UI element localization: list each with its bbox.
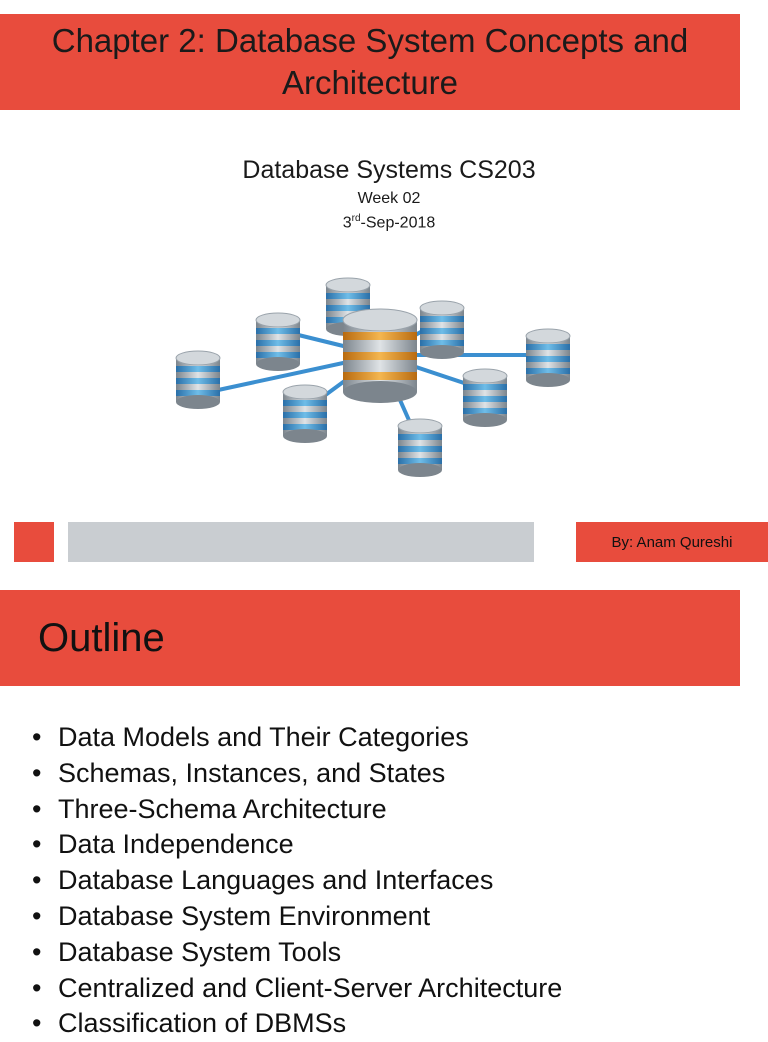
bullet-icon: •	[32, 722, 42, 752]
course-name: Database Systems CS203	[242, 156, 536, 184]
list-item: •Centralized and Client-Server Architect…	[32, 971, 562, 1007]
outline-list: •Data Models and Their Categories •Schem…	[32, 720, 562, 1042]
author-label: By: Anam Qureshi	[576, 522, 768, 562]
database-icon-bottom	[397, 418, 443, 478]
footer-bar	[68, 522, 534, 562]
footer-accent-square	[14, 522, 54, 562]
list-item: •Classification of DBMSs	[32, 1006, 562, 1042]
bullet-icon: •	[32, 972, 42, 1003]
date-suffix: rd	[351, 213, 361, 224]
outline-slide: Outline •Data Models and Their Categorie…	[0, 580, 768, 1038]
outline-banner: Outline	[0, 590, 740, 686]
date-label: 3rd-Sep-2018	[0, 213, 768, 232]
database-icon-right	[462, 368, 508, 428]
list-item: •Database Languages and Interfaces	[32, 863, 562, 899]
bullet-icon: •	[32, 900, 42, 931]
list-item: •Schemas, Instances, and States	[32, 756, 562, 792]
date-day: 3	[342, 214, 352, 232]
bullet-icon: •	[32, 936, 42, 967]
outline-title: Outline	[38, 615, 165, 660]
title-slide: Chapter 2: Database System Concepts and …	[0, 14, 768, 562]
database-network-icon	[175, 277, 571, 478]
bullet-icon: •	[32, 793, 42, 824]
week-label: Week 02	[357, 190, 421, 207]
slide-title: Chapter 2: Database System Concepts and …	[51, 22, 689, 101]
list-item: •Data Models and Their Categories	[32, 720, 562, 756]
bullet-icon: •	[32, 757, 42, 788]
database-icon-left	[282, 384, 328, 444]
database-icon-center	[342, 308, 418, 403]
title-banner: Chapter 2: Database System Concepts and …	[0, 14, 740, 110]
database-icon-upper-left	[255, 312, 301, 372]
database-icon-far-left	[175, 350, 221, 410]
bullet-icon: •	[32, 1008, 42, 1039]
list-item: •Three-Schema Architecture	[32, 792, 562, 828]
list-item: •Database System Tools	[32, 935, 562, 971]
bullet-icon: •	[32, 829, 42, 860]
database-icon-far-right	[525, 328, 571, 388]
list-item: •Data Independence	[32, 827, 562, 863]
database-icon-upper-right	[419, 300, 465, 360]
date-rest: -Sep-2018	[360, 214, 436, 232]
bullet-icon: •	[32, 865, 42, 896]
list-item: •Database System Environment	[32, 899, 562, 935]
